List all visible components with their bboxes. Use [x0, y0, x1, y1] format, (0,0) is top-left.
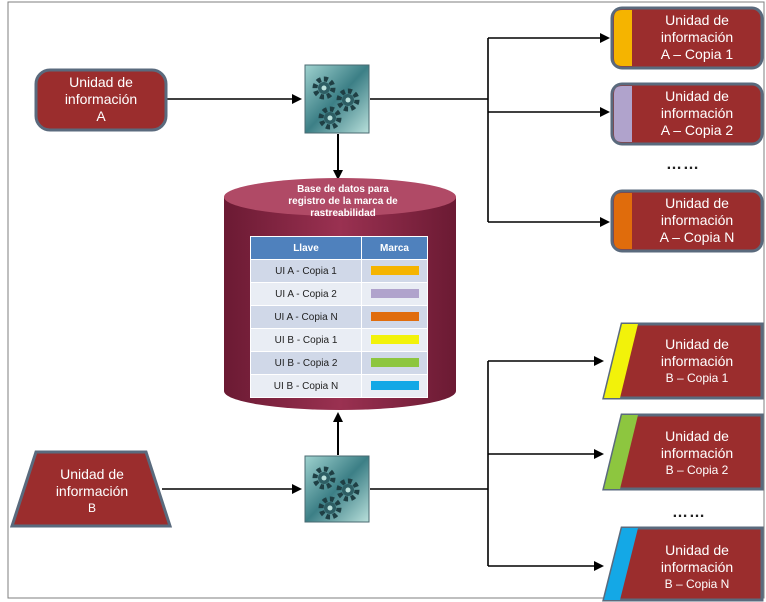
copy-b2-line3: B – Copia 2 [665, 463, 729, 477]
table-row: UI B - Copia 2 [250, 351, 428, 375]
color-swatch [370, 312, 419, 322]
row-mark [361, 351, 428, 375]
source-a-line3: A [96, 108, 106, 124]
table-row: UI A - Copia N [250, 305, 428, 329]
ellipsis-b: …… [672, 504, 706, 521]
source-b-line2: información [55, 483, 129, 499]
copy-b1-line2: información [660, 353, 734, 369]
copy-an-line1: Unidad de [665, 195, 729, 211]
color-swatch [370, 358, 419, 368]
copy-a1-line3: A – Copia 1 [660, 46, 734, 62]
table-row: UI A - Copia 2 [250, 282, 428, 306]
color-swatch [370, 381, 419, 391]
copy-a2-line2: información [660, 105, 734, 121]
source-b-line3: B [87, 501, 96, 515]
copy-b1-line3: B – Copia 1 [665, 371, 729, 385]
copy-b2-box [602, 413, 764, 491]
table-row: UI B - Copia N [250, 374, 428, 398]
source-b-box [9, 450, 173, 528]
copy-an-line2: información [660, 212, 734, 228]
copy-b2-label: Unidad de información B – Copia 2 [636, 428, 758, 479]
gears-icon [304, 455, 370, 523]
column-header-mark: Marca [361, 236, 428, 260]
copy-bn-label: Unidad de información B – Copia N [636, 542, 758, 593]
copy-bn-box [602, 526, 764, 602]
ellipsis-a: …… [666, 156, 700, 173]
source-b-line1: Unidad de [60, 466, 124, 482]
database-title-line3: rastreabilidad [310, 208, 376, 219]
source-a-label: Unidad de información A [40, 74, 162, 125]
table-row: UI A - Copia 1 [250, 259, 428, 283]
row-key: UI B - Copia 2 [250, 351, 362, 375]
source-a-line1: Unidad de [69, 74, 133, 90]
color-swatch [370, 335, 419, 345]
source-b-label: Unidad de información B [24, 466, 160, 517]
copy-b2-line1: Unidad de [665, 428, 729, 444]
table-row: UI B - Copia 1 [250, 328, 428, 352]
column-header-key: Llave [250, 236, 362, 260]
table-header-row: Llave Marca [250, 236, 428, 260]
row-key: UI A - Copia N [250, 305, 362, 329]
copy-bn-line1: Unidad de [665, 542, 729, 558]
row-mark [361, 305, 428, 329]
color-swatch [370, 289, 419, 299]
row-mark [361, 282, 428, 306]
copy-an-line3: A – Copia N [659, 229, 735, 245]
copy-a2-line1: Unidad de [665, 88, 729, 104]
row-key: UI A - Copia 2 [250, 282, 362, 306]
database-title-line1: Base de datos para [297, 184, 389, 195]
copy-a1-box [610, 6, 764, 70]
copy-bn-line3: B – Copia N [664, 577, 730, 591]
outer-frame [7, 1, 765, 599]
database-title: Base de datos para registro de la marca … [248, 184, 438, 220]
copy-b1-label: Unidad de información B – Copia 1 [636, 336, 758, 387]
copy-a1-line1: Unidad de [665, 12, 729, 28]
copy-bn-line2: información [660, 559, 734, 575]
copy-a2-line3: A – Copia 2 [660, 122, 734, 138]
row-mark [361, 328, 428, 352]
database-title-line2: registro de la marca de [288, 196, 398, 207]
row-key: UI B - Copia 1 [250, 328, 362, 352]
copy-a2-box [610, 82, 764, 146]
source-a-line2: información [64, 91, 138, 107]
row-mark [361, 374, 428, 398]
copy-a1-label: Unidad de información A – Copia 1 [636, 12, 758, 63]
row-key: UI A - Copia 1 [250, 259, 362, 283]
copy-a2-label: Unidad de información A – Copia 2 [636, 88, 758, 139]
copy-b1-box [602, 322, 764, 400]
copy-an-box [610, 189, 764, 253]
row-key: UI B - Copia N [250, 374, 362, 398]
source-a-box [34, 68, 168, 132]
row-mark [361, 259, 428, 283]
color-swatch [370, 266, 419, 276]
copy-b1-line1: Unidad de [665, 336, 729, 352]
copy-a1-line2: información [660, 29, 734, 45]
copy-an-label: Unidad de información A – Copia N [636, 195, 758, 246]
gears-icon [304, 64, 370, 134]
copy-b2-line2: información [660, 445, 734, 461]
